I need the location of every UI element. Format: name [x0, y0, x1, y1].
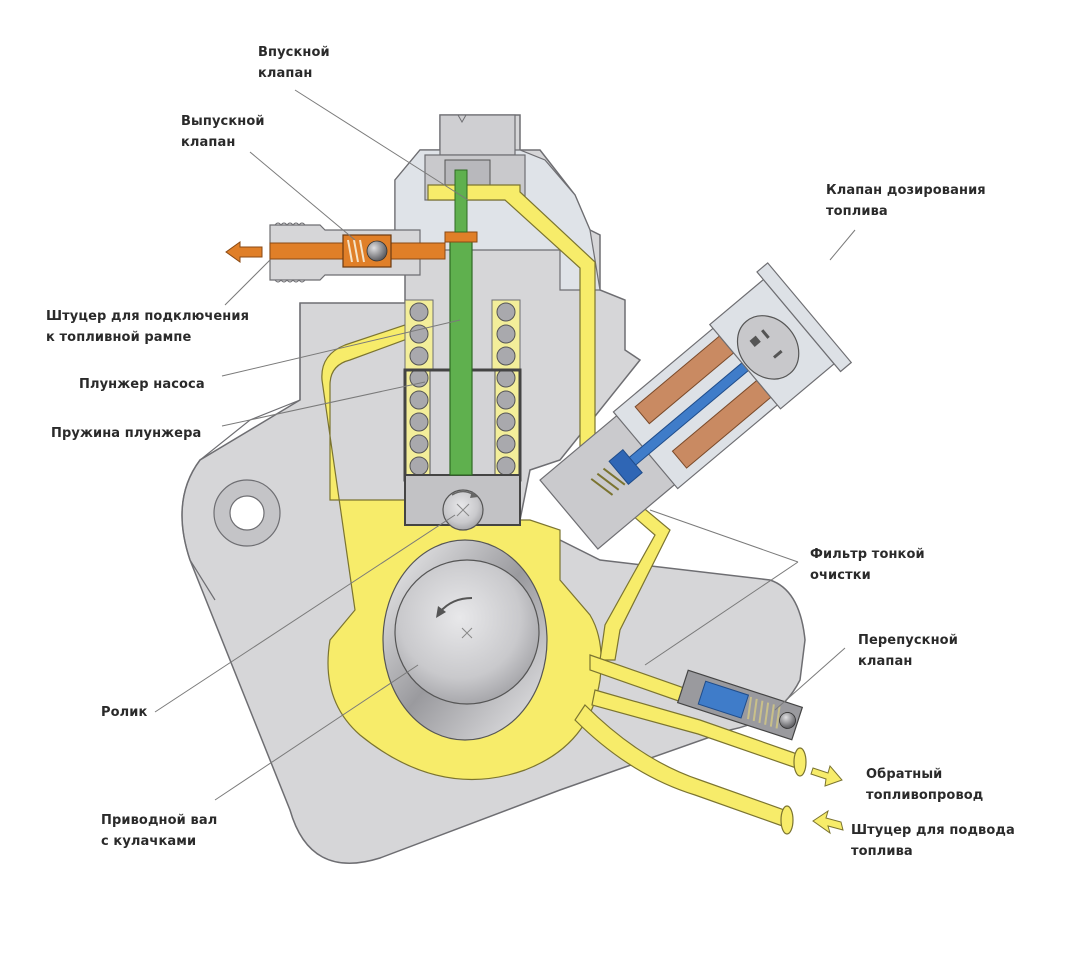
label-inlet-valve: Впускной клапан: [258, 42, 330, 84]
supply-arrow-icon: [812, 809, 844, 835]
bypass-valve: [676, 669, 804, 741]
label-line: Обратный: [866, 767, 943, 782]
shaft-axis-cross-icon: [461, 627, 473, 639]
leader-fine-filter-1: [649, 509, 799, 563]
label-roller: Ролик: [101, 702, 147, 723]
spring-coil: [409, 412, 429, 432]
label-metering-valve: Клапан дозирования топлива: [826, 180, 986, 222]
spring-coil: [496, 324, 516, 344]
label-fine-filter: Фильтр тонкой очистки: [810, 544, 925, 586]
leader-roller: [154, 514, 456, 713]
spring-coil: [496, 434, 516, 454]
spring-coil: [409, 302, 429, 322]
outlet-valve-ball: [366, 240, 388, 262]
spring-coil: [409, 434, 429, 454]
label-line: топлива: [851, 844, 913, 859]
roller-axis-cross-icon: [456, 503, 470, 517]
leader-bypass-valve: [774, 647, 846, 711]
inlet-valve-stem: [454, 169, 468, 233]
connector-pin: [773, 349, 783, 359]
label-supply-connector: Штуцер для подвода топлива: [851, 820, 1015, 862]
leader-inlet-valve: [294, 89, 469, 201]
spring-coil: [496, 368, 516, 388]
supply-channel: [574, 704, 791, 829]
bypass-valve-piston: [697, 680, 750, 719]
plunger-assembly: [403, 169, 522, 531]
return-arrow-icon: [810, 764, 843, 787]
spring-coil: [496, 346, 516, 366]
label-line: Плунжер насоса: [79, 377, 205, 392]
label-line: топлива: [826, 204, 888, 219]
cam-shaft: [394, 559, 540, 705]
label-line: топливопровод: [866, 788, 984, 803]
label-bypass-valve: Перепускной клапан: [858, 630, 958, 672]
label-line: Пружина плунжера: [51, 426, 202, 441]
bypass-valve-ball: [779, 712, 796, 729]
label-line: Выпускной: [181, 114, 265, 129]
mounting-hole: [229, 495, 265, 531]
label-line: к топливной рампе: [46, 330, 192, 345]
leader-plunger-spring: [221, 381, 426, 427]
leader-outlet-valve: [249, 151, 356, 241]
cap-notch: [457, 114, 467, 124]
leader-metering-valve: [829, 229, 856, 261]
leader-lines: [154, 89, 856, 801]
connector-pin: [749, 335, 761, 347]
label-return-line: Обратный топливопровод: [866, 764, 983, 806]
label-line: с кулачками: [101, 834, 197, 849]
leader-drive-shaft: [214, 664, 419, 801]
housing-flange: [181, 303, 301, 601]
return-port: [793, 747, 807, 777]
rail-connector: [269, 222, 446, 283]
shaft-arrow-head-icon: [436, 606, 446, 618]
label-plunger-spring: Пружина плунжера: [51, 423, 201, 444]
label-line: Приводной вал: [101, 813, 218, 828]
rail-outlet-arrow-icon: [225, 241, 263, 263]
label-line: клапан: [181, 135, 236, 150]
label-line: Фильтр тонкой: [810, 547, 925, 562]
supply-port: [780, 805, 794, 835]
spring-coil: [409, 390, 429, 410]
label-line: очистки: [810, 568, 871, 583]
label-outlet-valve: Выпускной клапан: [181, 111, 265, 153]
inlet-valve-cap: [439, 114, 516, 156]
roller-arrow-head-icon: [470, 491, 478, 498]
metering-valve: [539, 262, 853, 550]
label-line: Штуцер для подвода: [851, 823, 1015, 838]
label-line: Впускной: [258, 45, 330, 60]
spring-coil: [409, 456, 429, 476]
connector-flange: [756, 262, 853, 373]
armature-head: [608, 448, 643, 485]
spring-coil: [409, 346, 429, 366]
label-line: клапан: [858, 654, 913, 669]
label-pump-plunger: Плунжер насоса: [79, 374, 205, 395]
spring-coil: [496, 302, 516, 322]
leader-pump-plunger: [221, 319, 461, 377]
pump-plunger: [449, 239, 473, 476]
label-line: клапан: [258, 66, 313, 81]
rail-connector-thread: [274, 222, 306, 283]
label-line: Клапан дозирования: [826, 183, 986, 198]
outlet-valve-spring: [347, 239, 365, 263]
label-line: Ролик: [101, 705, 148, 720]
bypass-valve-spring: [747, 696, 781, 729]
label-line: Перепускной: [858, 633, 958, 648]
metering-valve-spring: [590, 467, 626, 496]
label-rail-connector: Штуцер для подключения к топливной рампе: [46, 306, 249, 348]
label-drive-shaft: Приводной вал с кулачками: [101, 810, 217, 852]
label-line: Штуцер для подключения: [46, 309, 250, 324]
spring-coil: [409, 324, 429, 344]
plunger-head: [444, 231, 478, 243]
leader-fine-filter-2: [644, 561, 799, 666]
connector-pin: [761, 329, 770, 339]
connector-socket: [736, 315, 800, 380]
leader-rail-connector: [224, 259, 271, 306]
spring-coil: [496, 390, 516, 410]
spring-coil: [496, 412, 516, 432]
spring-coil: [496, 456, 516, 476]
drive-shaft: [382, 539, 548, 741]
